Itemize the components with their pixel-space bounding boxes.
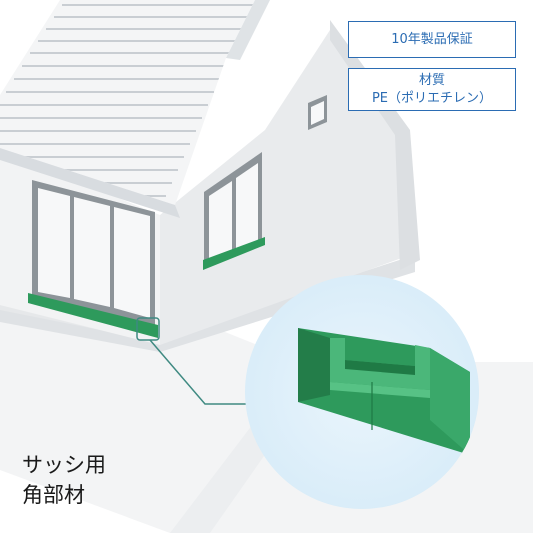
window-sill-flashing	[203, 237, 265, 270]
door-sill-flashing	[28, 293, 158, 338]
caption-line-1: サッシ用	[22, 453, 106, 477]
roof	[0, 0, 270, 218]
side-window	[203, 152, 265, 270]
foundation	[0, 255, 415, 352]
material-label: 材質	[418, 73, 445, 88]
material-value: PE（ポリエチレン）	[371, 91, 493, 106]
callout-magnifier	[245, 275, 479, 509]
caption-line-2: 角部材	[22, 483, 85, 507]
warranty-text: 10年製品保証	[391, 32, 473, 47]
material-badge: 材質 PE（ポリエチレン）	[348, 68, 516, 111]
product-caption: サッシ用 角部材	[22, 450, 106, 510]
sliding-door	[28, 180, 158, 338]
detail-marker	[136, 317, 160, 341]
warranty-badge: 10年製品保証	[348, 21, 516, 58]
detail-leader	[136, 317, 250, 405]
attic-window	[308, 95, 327, 130]
